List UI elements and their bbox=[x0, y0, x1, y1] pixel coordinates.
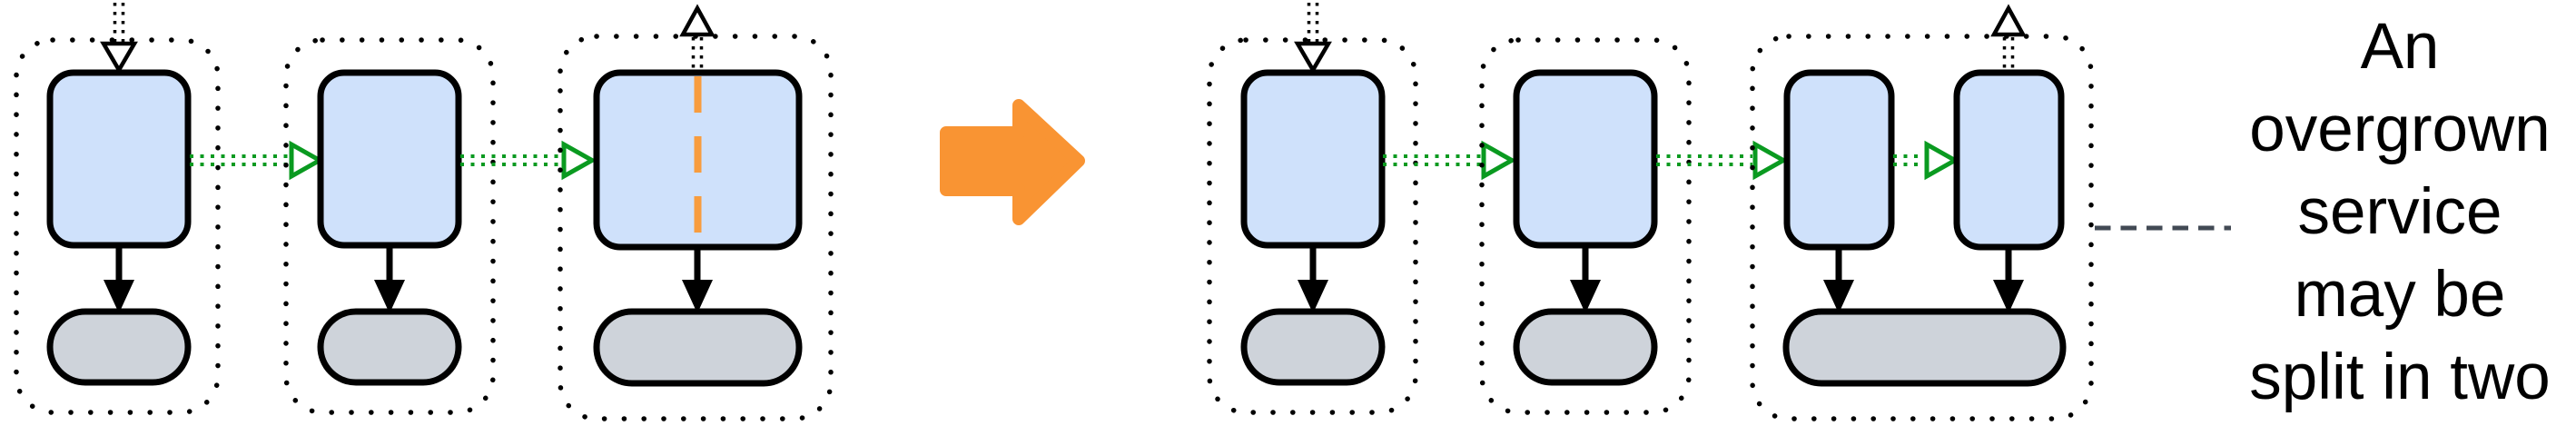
arrowhead-down-icon bbox=[1298, 280, 1328, 313]
database-pill bbox=[317, 308, 462, 386]
arrowhead-down-icon bbox=[682, 280, 713, 313]
service-cell-5 bbox=[1479, 37, 1692, 415]
open-arrowhead-up-icon bbox=[1990, 4, 2027, 37]
arrowhead-down-icon bbox=[1570, 280, 1601, 313]
service-box bbox=[317, 69, 462, 249]
bounded-context-border bbox=[283, 37, 496, 415]
database-pill bbox=[46, 308, 192, 386]
service-box bbox=[1240, 69, 1386, 249]
open-arrowhead-right-icon bbox=[289, 140, 325, 181]
shared-database-pill bbox=[1782, 308, 2067, 387]
split-service-box-a bbox=[1783, 69, 1895, 251]
open-arrowhead-down-icon bbox=[100, 41, 138, 74]
before-group bbox=[14, 3, 834, 421]
arrowhead-down-icon bbox=[104, 280, 134, 313]
service-to-database-arrow bbox=[104, 246, 134, 313]
service-to-database-arrow bbox=[1570, 246, 1601, 313]
request-arrow-2-3 bbox=[460, 140, 597, 181]
request-arrow-1-2 bbox=[190, 140, 325, 181]
split-service-box-b bbox=[1953, 69, 2065, 251]
service-to-database-arrow bbox=[682, 248, 713, 313]
database-pill bbox=[1513, 308, 1658, 386]
service-cell-2 bbox=[283, 37, 496, 415]
request-arrow-internal bbox=[1893, 140, 1960, 181]
request-arrow-5-6 bbox=[1656, 140, 1789, 181]
service-box bbox=[46, 69, 192, 249]
service-box bbox=[1513, 69, 1658, 249]
service-b-to-database-arrow bbox=[1993, 248, 2024, 313]
open-arrowhead-down-icon bbox=[1294, 41, 1332, 74]
database-pill bbox=[1240, 308, 1386, 386]
open-arrowhead-right-icon bbox=[1481, 140, 1517, 181]
open-arrowhead-right-icon bbox=[1752, 140, 1789, 181]
after-group bbox=[1207, 3, 2094, 421]
annotation-caption: An overgrown service may be split in two bbox=[2249, 11, 2551, 413]
transform-arrow-icon bbox=[940, 99, 1085, 225]
overgrown-service-cell bbox=[558, 4, 834, 421]
open-arrowhead-up-icon bbox=[679, 4, 716, 37]
bounded-context-border bbox=[14, 37, 221, 415]
incoming-request-arrow bbox=[1294, 3, 1332, 74]
bounded-context-border bbox=[1207, 37, 1418, 415]
service-cell-1 bbox=[14, 3, 221, 415]
arrowhead-down-icon bbox=[374, 280, 405, 313]
split-service-cell bbox=[1750, 4, 2094, 421]
service-to-database-arrow bbox=[374, 246, 405, 313]
arrowhead-down-icon bbox=[1993, 280, 2024, 313]
service-a-to-database-arrow bbox=[1823, 248, 1854, 313]
database-pill bbox=[593, 308, 803, 387]
outgoing-response-arrow bbox=[679, 4, 716, 72]
bounded-context-border bbox=[1479, 37, 1692, 415]
incoming-request-arrow bbox=[100, 3, 138, 74]
bounded-context-border bbox=[1750, 34, 2094, 421]
arrowhead-down-icon bbox=[1823, 280, 1854, 313]
open-arrowhead-right-icon bbox=[1924, 140, 1960, 181]
service-to-database-arrow bbox=[1298, 246, 1328, 313]
open-arrowhead-right-icon bbox=[561, 140, 597, 181]
request-arrow-4-5 bbox=[1383, 140, 1517, 181]
service-cell-4 bbox=[1207, 3, 1418, 415]
outgoing-response-arrow bbox=[1990, 4, 2027, 72]
